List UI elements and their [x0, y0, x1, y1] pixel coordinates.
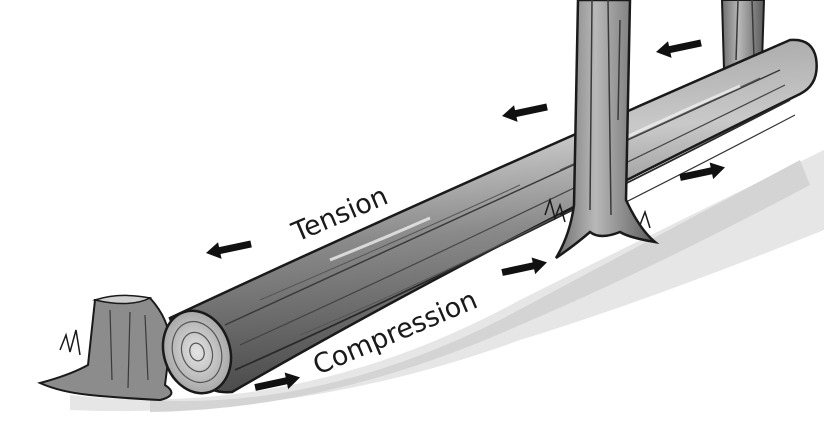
- tree-stump: [40, 295, 171, 400]
- arrow-tension-right: [654, 35, 703, 61]
- arrow-tension-mid: [500, 99, 549, 125]
- arrow-tension-left: [204, 236, 253, 262]
- arrow-compression-mid: [500, 255, 549, 281]
